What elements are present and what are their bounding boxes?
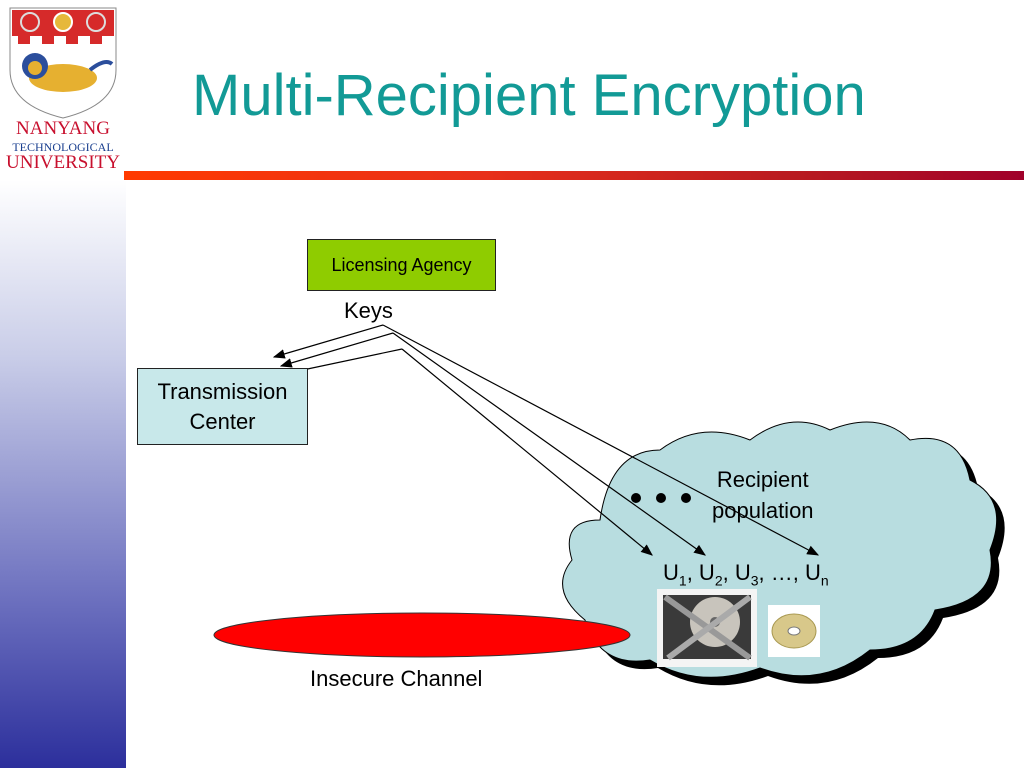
user-n: U [805,560,821,585]
arrow-to-u2 [392,332,706,556]
recipient-label-line2: population [712,498,814,523]
university-crest-icon [9,7,117,119]
logo-university: UNIVERSITY [6,152,120,173]
users-ellipsis: … [770,560,793,585]
user-1: U [663,560,679,585]
arrow-to-transmission-2 [279,332,394,368]
user-3-sub: 3 [750,572,759,589]
recipient-label-line1: Recipient [716,467,809,492]
arrow-to-un [382,324,820,556]
transmission-label-line2: Center [189,408,256,434]
insecure-channel-label: Insecure Channel [310,666,483,691]
user-3: U [734,560,751,585]
insecure-channel-shape [213,612,631,658]
cd-disc-icon [768,605,820,657]
ellipsis-dots [631,493,691,503]
recipient-population-label: Recipient population [712,464,814,526]
slide-title: Multi-Recipient Encryption [192,63,866,128]
licensing-agency-box: Licensing Agency [307,239,496,291]
users-list: U1, U2, U3, …, Un [663,560,829,589]
arrow-to-transmission-3 [297,348,403,372]
user-1-sub: 1 [678,572,687,589]
logo-technological: TECHNOLOGICAL [12,140,114,154]
university-logo: NANYANG TECHNOLOGICAL UNIVERSITY [0,0,126,178]
user-2-sub: 2 [714,572,723,589]
header-rule [124,171,1024,180]
chained-hard-drive-icon [657,589,757,667]
user-n-sub: n [820,572,829,589]
logo-nanyang: NANYANG [16,118,110,139]
sidebar-gradient [0,180,126,768]
key-arrows [272,324,820,556]
licensing-agency-label: Licensing Agency [331,254,472,275]
keys-label: Keys [344,298,393,323]
user-2: U [698,560,715,585]
arrow-to-u1 [401,348,653,556]
arrow-to-transmission-1 [272,324,384,359]
transmission-label-line1: Transmission [157,378,288,404]
transmission-center-box: Transmission Center [137,368,308,445]
